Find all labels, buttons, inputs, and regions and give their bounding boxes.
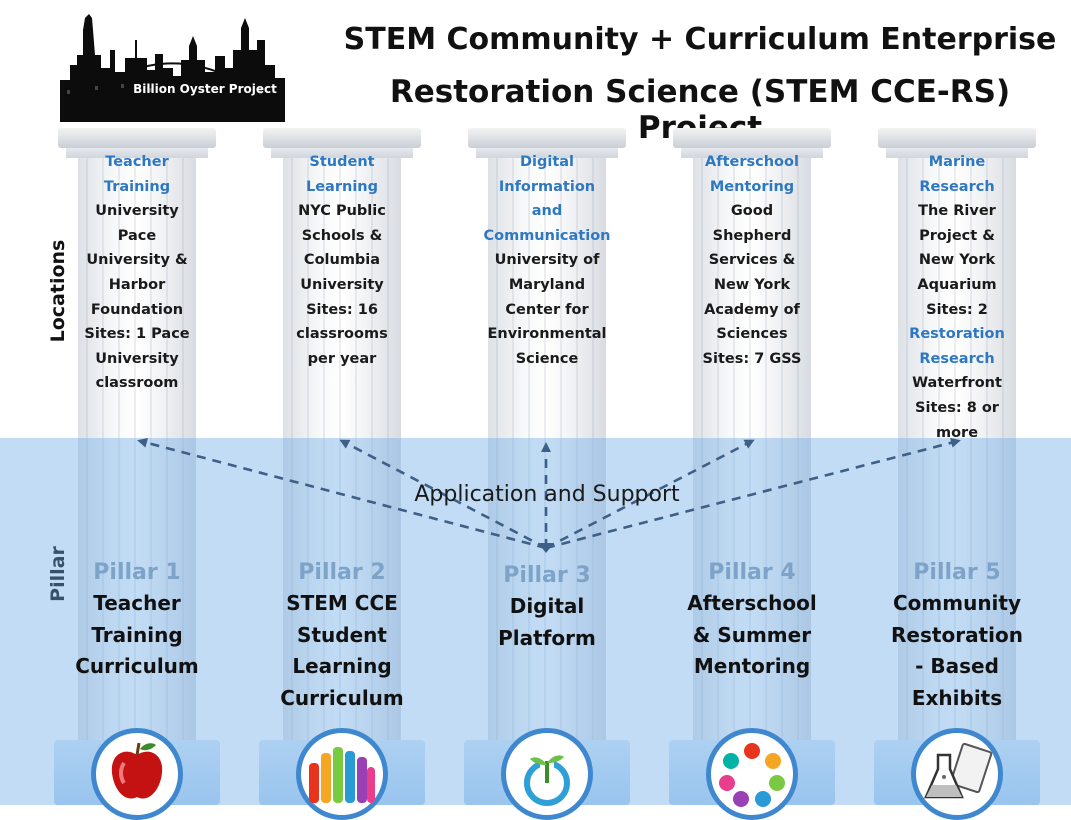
location-line: New York	[713, 276, 791, 293]
category-line: Teacher	[105, 154, 169, 170]
arrow-to-pillar-1	[137, 437, 547, 550]
location-line: Sites: 1 Pace	[84, 326, 190, 343]
pillar-desc-line: Teacher	[93, 591, 181, 615]
pillar-number: Pillar 2	[298, 560, 386, 585]
location-line: Center for	[505, 301, 589, 318]
location-line: University &	[86, 252, 188, 269]
category-line: Student	[309, 154, 375, 170]
location-line: Maryland	[508, 276, 586, 293]
pillar-desc-line: Restoration	[891, 622, 1023, 647]
pillar-desc-line: STEM CCE	[286, 591, 398, 615]
location-line: University	[95, 350, 179, 367]
locations-pillar-3: Digital Information and Communication Un…	[472, 150, 622, 371]
pillar-desc-line: Curriculum	[280, 685, 404, 710]
pillar-desc-line: Mentoring	[693, 654, 811, 678]
category-line: Marine	[928, 154, 986, 170]
category-line: Learning	[305, 178, 378, 195]
locations-pillar-4: Afterschool Mentoring Good Shepherd Serv…	[677, 150, 827, 371]
pillar-desc-line: Afterschool	[687, 591, 817, 615]
location-line: University of	[494, 252, 600, 269]
location-line: Aquarium	[917, 276, 997, 293]
logo-text: Billion Oyster Project	[133, 82, 277, 96]
pillar-desc-line: & Summer	[692, 622, 812, 647]
pillar-number: Pillar 1	[93, 560, 181, 585]
location-line: per year	[307, 350, 377, 367]
arrow-to-pillar-2	[339, 439, 547, 550]
arrow-to-pillar-4	[545, 439, 755, 550]
location-line: Sites: 16	[306, 301, 378, 318]
pillar-number: Pillar 3	[503, 563, 591, 588]
arrow-hub-head	[538, 543, 554, 553]
location-line: Sites: 2	[926, 301, 988, 318]
location-line: Sites: 8 or	[915, 399, 999, 416]
location-line: Pace	[117, 227, 157, 244]
location-line: The River	[918, 203, 996, 220]
location-line: Sites: 7 GSS	[702, 350, 802, 367]
locations-pillar-5: Marine Research The River Project & New …	[882, 150, 1032, 445]
category-line: Restoration	[909, 326, 1005, 343]
category-line: Digital	[519, 154, 575, 170]
apple-icon	[91, 728, 183, 820]
sprout-power-icon	[501, 728, 593, 820]
locations-pillar-1: Teacher Training University Pace Univers…	[62, 150, 212, 396]
pillar-number: Pillar 5	[913, 560, 1001, 585]
arrow-to-pillar-5	[545, 437, 961, 550]
category-line: Research	[919, 178, 995, 195]
pillar-desc-line: Exhibits	[911, 685, 1003, 710]
category-line: and	[531, 203, 563, 220]
location-line: New York	[918, 252, 996, 269]
location-line: classroom	[95, 375, 179, 392]
location-line: Good	[730, 203, 774, 220]
location-line: Waterfront	[912, 375, 1002, 392]
pillar-label-2: Pillar 2 STEM CCE Student Learning Curri…	[257, 558, 427, 714]
location-line: Science	[515, 350, 579, 367]
location-line: more	[935, 424, 979, 441]
category-line: Afterschool	[705, 154, 799, 170]
pillar-desc-line: Platform	[498, 625, 596, 650]
page-title-line-1: STEM Community + Curriculum Enterprise	[343, 22, 1057, 57]
pillar-label-3: Pillar 3 Digital Platform	[462, 561, 632, 654]
location-line: Shepherd	[712, 227, 792, 244]
pillar-desc-line: Training	[91, 622, 183, 647]
raised-hands-icon	[296, 728, 388, 820]
pillar-desc-line: Community	[892, 591, 1022, 615]
pillar-desc-line: Student	[297, 622, 387, 647]
application-support-label: Application and Support	[414, 482, 680, 507]
location-line: University	[300, 276, 384, 293]
location-line: Foundation	[90, 301, 184, 318]
location-line: NYC Public	[298, 203, 386, 220]
category-line: Mentoring	[709, 178, 795, 195]
category-line: Information	[498, 178, 596, 195]
pillar-label-5: Pillar 5 Community Restoration - Based E…	[872, 558, 1042, 714]
pillar-desc-line: Curriculum	[75, 654, 199, 678]
hands-circle-icon	[706, 728, 798, 820]
location-line: Columbia	[303, 252, 381, 269]
nyc-skyline-logo	[60, 14, 285, 122]
location-line: University	[95, 203, 179, 220]
locations-pillar-2: Student Learning NYC Public Schools & Co…	[267, 150, 417, 371]
location-line: Services &	[708, 252, 796, 269]
category-line: Training	[103, 178, 171, 195]
pillar-number: Pillar 4	[708, 560, 796, 585]
pillar-desc-line: Learning	[292, 654, 392, 678]
location-line: Environmental	[487, 326, 607, 343]
location-line: Sciences	[716, 326, 788, 343]
location-line: Project &	[919, 227, 995, 244]
pillar-column-3	[464, 128, 630, 805]
location-line: classrooms	[296, 326, 388, 343]
pillar-desc-line: - Based	[915, 654, 999, 678]
pillar-column-1	[54, 128, 220, 805]
lab-flask-notebook-icon	[911, 728, 1003, 820]
location-line: Harbor	[108, 276, 166, 293]
pillar-desc-line: Digital	[509, 594, 585, 618]
location-line: Academy of	[704, 301, 800, 318]
category-line: Communication	[483, 227, 611, 244]
category-line: Research	[919, 350, 995, 367]
pillar-label-4: Pillar 4 Afterschool & Summer Mentoring	[667, 558, 837, 683]
pillar-label-1: Pillar 1 Teacher Training Curriculum	[52, 558, 222, 683]
location-line: Schools &	[301, 227, 383, 244]
